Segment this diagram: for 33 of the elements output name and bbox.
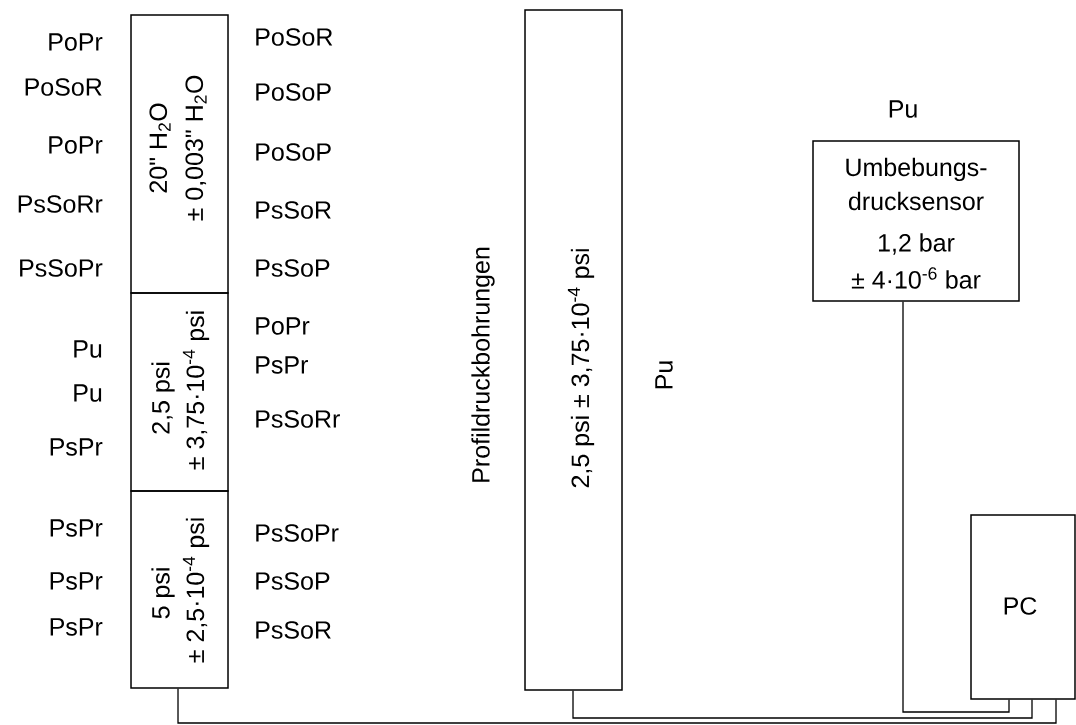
connector-line (572, 690, 1033, 719)
tube-label: Pu (74, 340, 102, 358)
tube-label: PsSoP (256, 572, 330, 590)
tube-label: PoPr (49, 33, 103, 51)
tube-label: PsPr (50, 438, 103, 456)
node-label: Profildruckbohrungen (471, 247, 495, 482)
connector-line (902, 301, 1010, 713)
tube-label: PoSoR (256, 28, 333, 46)
tube-label: PsSoPr (256, 524, 339, 542)
tube-label: PoPr (49, 136, 103, 154)
tube-label: PsSoPr (20, 259, 103, 277)
box: 5 psi ± 2,5·10$^{-4}$ psi (130, 490, 229, 689)
box: Umbebungs- drucksensor 1,2 bar ± 4·10$^{-6}$ bar (812, 140, 1020, 302)
box: PC (970, 514, 1076, 700)
tube-label: PsPr (50, 519, 103, 537)
tube-label: PsSoRr (18, 195, 103, 213)
tube-label: PsPr (50, 618, 103, 636)
tube-label: PsSoR (256, 201, 331, 219)
box: 2,5 psi ± 3,75·10$^{-4}$ psi (130, 292, 229, 492)
tube-label: PoSoP (256, 83, 331, 101)
tube-label: PoSoP (256, 143, 331, 161)
tube-label: PsPr (50, 572, 103, 590)
tube-label: PsSoRr (256, 410, 340, 428)
tube-label: Pu (655, 361, 673, 389)
tube-label: Pu (74, 384, 102, 402)
tube-label: PoSoR (25, 78, 102, 96)
box: 2,5 psi ± 3,75·10$^{-4}$ psi (524, 9, 623, 691)
tube-label: PsPr (256, 356, 308, 374)
tube-label: PsSoP (256, 259, 330, 277)
connector-line (177, 688, 1057, 724)
tube-label: PoPr (256, 317, 310, 335)
tube-label: PsSoR (256, 621, 331, 639)
node-label: Pu (889, 100, 917, 118)
